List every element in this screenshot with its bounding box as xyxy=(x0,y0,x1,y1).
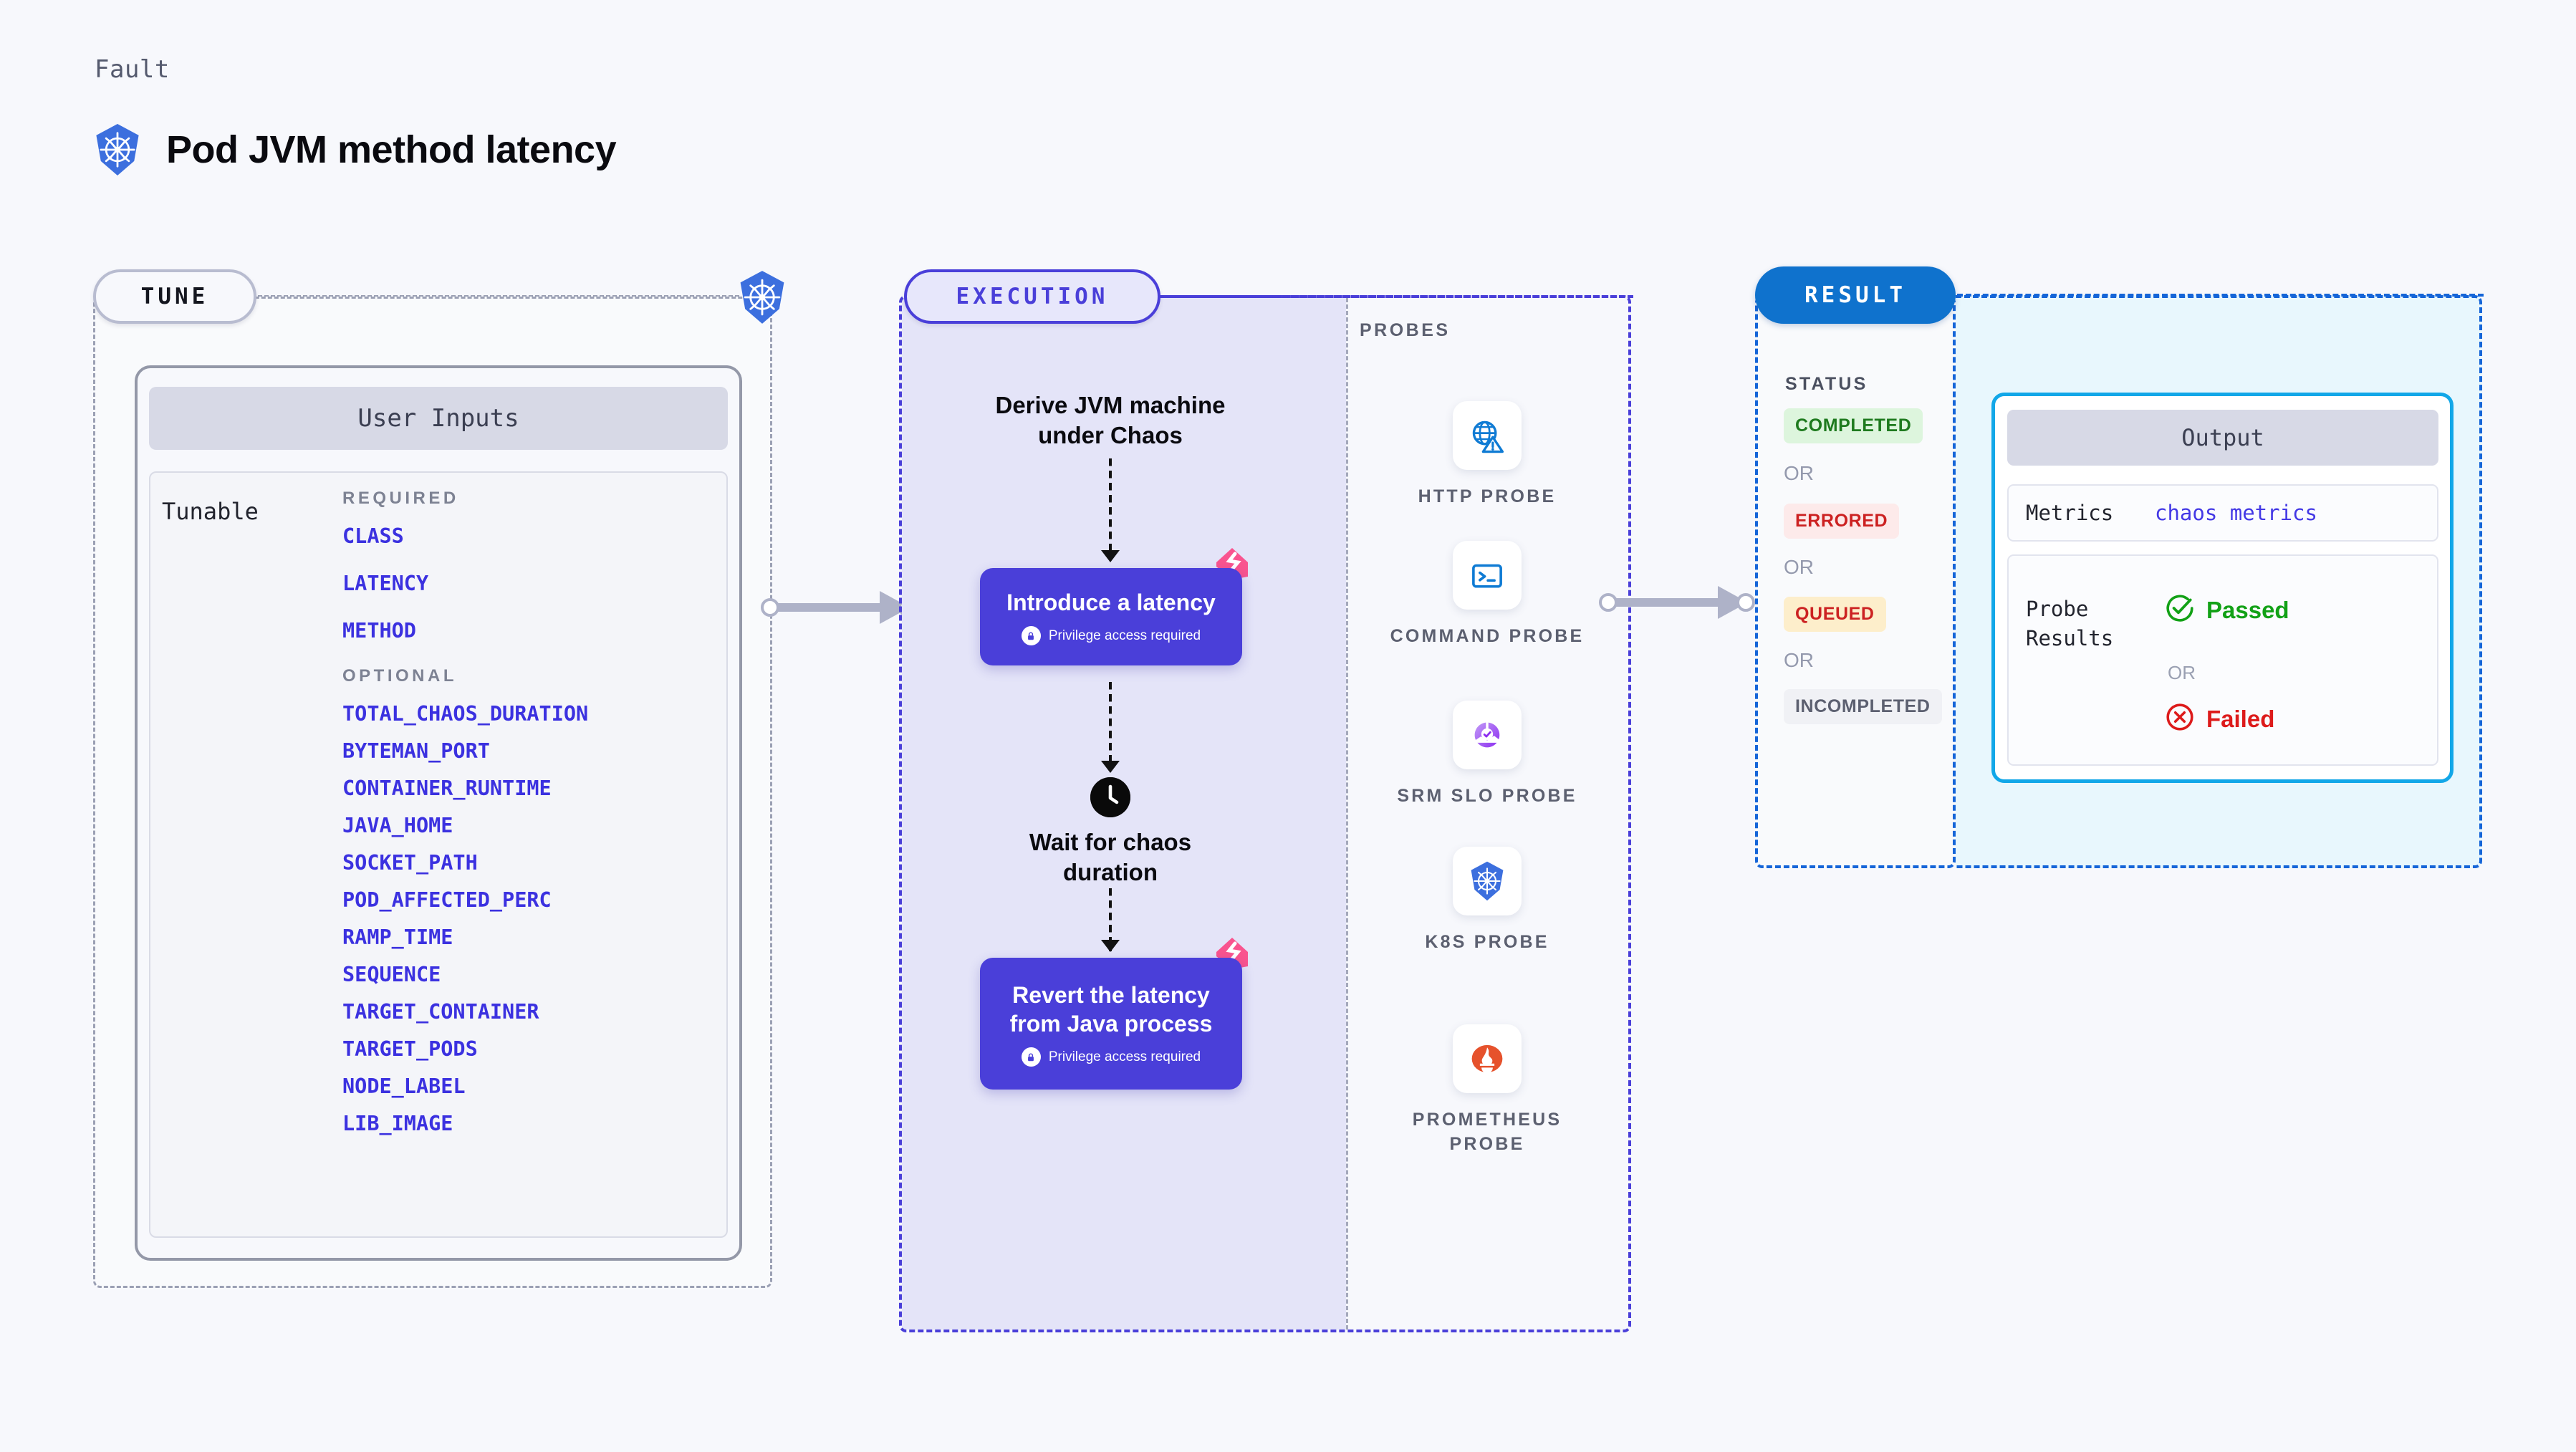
probe-srm-slo[interactable]: SRM SLO PROBE xyxy=(1375,701,1599,809)
slo-gauge-icon xyxy=(1453,701,1522,769)
or-separator: OR xyxy=(1784,556,1814,578)
execution-column xyxy=(902,298,1346,1330)
check-circle-icon xyxy=(2165,593,2195,627)
param-sequence[interactable]: SEQUENCE xyxy=(342,963,441,986)
param-container-runtime[interactable]: CONTAINER_RUNTIME xyxy=(342,777,552,800)
user-inputs-body xyxy=(149,471,728,1238)
lock-icon xyxy=(1021,626,1041,646)
status-badge-errored: ERRORED xyxy=(1784,504,1900,539)
connector-tune-to-execution xyxy=(761,591,917,624)
result-section-pill[interactable]: RESULT xyxy=(1755,266,1956,324)
probe-label: COMMAND PROBE xyxy=(1390,626,1585,646)
probe-label: HTTP PROBE xyxy=(1418,486,1557,506)
probe-label: SRM SLO PROBE xyxy=(1397,786,1577,806)
connector-dot-start xyxy=(1599,593,1618,612)
connector-execution-to-result xyxy=(1599,586,1755,619)
metrics-value[interactable]: chaos metrics xyxy=(2155,501,2317,525)
param-java-home[interactable]: JAVA_HOME xyxy=(342,814,453,837)
tune-connector-line xyxy=(258,295,739,297)
execution-box-title: Introduce a latency xyxy=(1006,589,1216,615)
privilege-row: Privilege access required xyxy=(1021,1047,1201,1067)
arrow-down-icon xyxy=(1101,550,1120,562)
execution-box-introduce-latency[interactable]: Introduce a latency Privilege access req… xyxy=(980,568,1242,665)
x-circle-icon xyxy=(2165,702,2195,736)
or-separator: OR xyxy=(1784,649,1814,671)
result-connector-line xyxy=(1957,294,2484,297)
status-heading: STATUS xyxy=(1785,374,1868,394)
param-method[interactable]: METHOD xyxy=(342,619,416,643)
prometheus-icon xyxy=(1453,1024,1522,1093)
param-lib-image[interactable]: LIB_IMAGE xyxy=(342,1112,453,1135)
probe-http[interactable]: HTTP PROBE xyxy=(1375,401,1599,509)
param-ramp-time[interactable]: RAMP_TIME xyxy=(342,925,453,949)
param-class[interactable]: CLASS xyxy=(342,524,404,548)
kubernetes-icon xyxy=(1453,847,1522,915)
metrics-row: Metrics chaos metrics xyxy=(2007,484,2438,542)
arrow-down-icon xyxy=(1101,940,1120,952)
param-total-chaos-duration[interactable]: TOTAL_CHAOS_DURATION xyxy=(342,702,589,726)
execution-connector-line xyxy=(1160,295,1633,298)
connector-dot-start xyxy=(761,598,779,617)
param-node-label[interactable]: NODE_LABEL xyxy=(342,1074,466,1098)
probes-column xyxy=(1346,298,1628,1330)
param-target-pods[interactable]: TARGET_PODS xyxy=(342,1037,478,1061)
result-status-region xyxy=(1755,295,1956,868)
tunable-parameter-list: REQUIRED CLASS LATENCY METHOD OPTIONAL T… xyxy=(342,489,715,1149)
probe-prometheus[interactable]: PROMETHEUS PROBE xyxy=(1375,1024,1599,1157)
globe-warning-icon xyxy=(1453,401,1522,470)
param-pod-affected-perc[interactable]: POD_AFFECTED_PERC xyxy=(342,888,552,912)
page-title: Pod JVM method latency xyxy=(166,128,617,171)
metrics-label: Metrics xyxy=(2026,501,2114,525)
probe-result-passed: Passed xyxy=(2165,593,2289,627)
lock-icon xyxy=(1021,1047,1041,1067)
probe-label: PROMETHEUS PROBE xyxy=(1412,1110,1562,1154)
tunable-label: Tunable xyxy=(162,498,259,525)
execution-section-pill[interactable]: EXECUTION xyxy=(904,269,1160,324)
param-latency[interactable]: LATENCY xyxy=(342,572,429,595)
privilege-text: Privilege access required xyxy=(1048,1049,1201,1064)
or-separator: OR xyxy=(2168,662,2196,683)
probe-k8s[interactable]: K8S PROBE xyxy=(1375,847,1599,955)
privilege-text: Privilege access required xyxy=(1048,628,1201,643)
page-title-row: Pod JVM method latency xyxy=(93,123,617,176)
terminal-icon xyxy=(1453,541,1522,610)
required-group-heading: REQUIRED xyxy=(342,489,459,508)
probes-heading: PROBES xyxy=(1360,320,1451,340)
page-kicker: Fault xyxy=(95,55,170,84)
flow-arrow-line xyxy=(1109,682,1112,762)
flow-arrow-line xyxy=(1109,458,1112,552)
param-target-container[interactable]: TARGET_CONTAINER xyxy=(342,1000,539,1024)
clock-icon xyxy=(1090,777,1130,817)
kubernetes-icon xyxy=(93,123,142,176)
param-socket-path[interactable]: SOCKET_PATH xyxy=(342,851,478,875)
probe-command[interactable]: COMMAND PROBE xyxy=(1375,541,1599,649)
kubernetes-icon xyxy=(736,270,788,324)
tune-section-pill[interactable]: TUNE xyxy=(93,269,256,324)
probe-failed-label: Failed xyxy=(2206,705,2275,732)
connector-dot-end xyxy=(1736,593,1755,612)
param-byteman-port[interactable]: BYTEMAN_PORT xyxy=(342,739,490,763)
probe-result-failed: Failed xyxy=(2165,702,2274,736)
status-badge-queued: QUEUED xyxy=(1784,597,1886,632)
flow-arrow-line xyxy=(1109,888,1112,951)
probe-label: K8S PROBE xyxy=(1425,932,1549,952)
output-title: Output xyxy=(2007,410,2438,466)
optional-group-heading: OPTIONAL xyxy=(342,666,457,686)
arrow-down-icon xyxy=(1101,761,1120,773)
privilege-row: Privilege access required xyxy=(1021,626,1201,646)
or-separator: OR xyxy=(1784,462,1814,484)
user-inputs-title: User Inputs xyxy=(149,387,728,450)
probe-passed-label: Passed xyxy=(2206,596,2289,623)
status-badge-incompleted: INCOMPLETED xyxy=(1784,689,1942,724)
status-badge-completed: COMPLETED xyxy=(1784,408,1923,443)
